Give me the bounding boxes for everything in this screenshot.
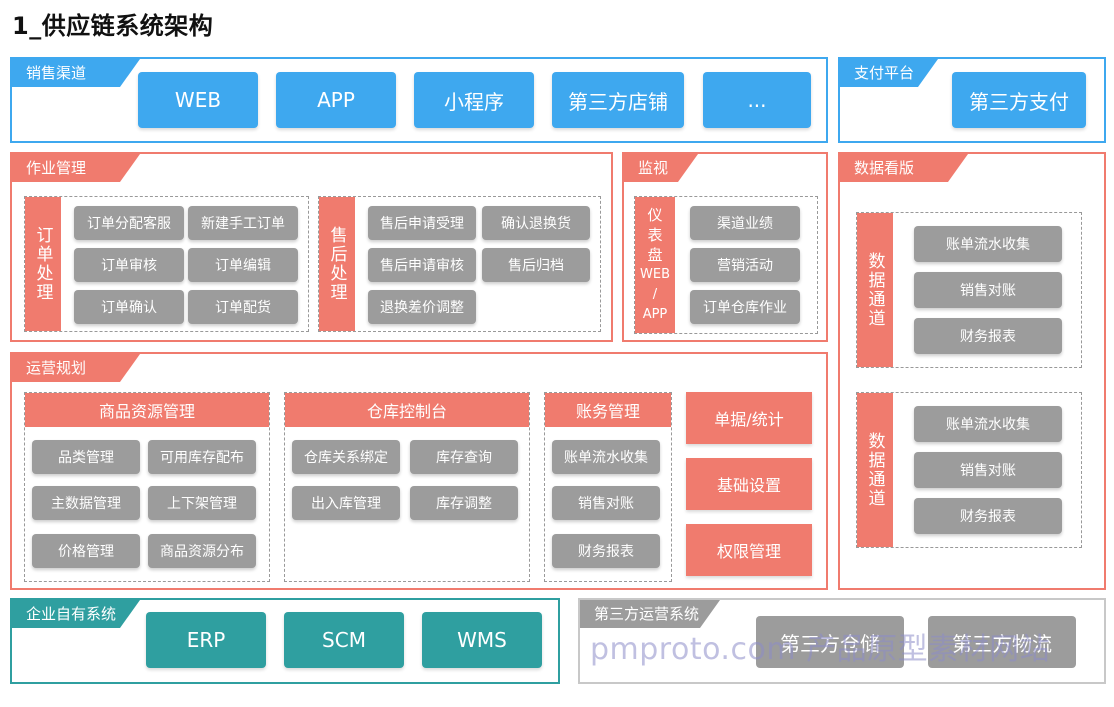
order-item: 新建手工订单 <box>188 206 298 240</box>
operation-section: 作业管理 订单处理 订单分配客服 新建手工订单 订单审核 订单编辑 订单确认 订… <box>10 152 613 342</box>
operation-planning-tab: 运营规划 <box>12 354 140 382</box>
basic-settings: 基础设置 <box>686 458 812 510</box>
data-channel-item: 财务报表 <box>914 498 1062 534</box>
bar-char: 盘 <box>647 246 663 264</box>
warehouse-item: 库存查询 <box>410 440 518 474</box>
monitor-item: 营销活动 <box>690 248 800 282</box>
monitor-item: 渠道业绩 <box>690 206 800 240</box>
order-group <box>24 196 309 332</box>
goods-resource-group <box>24 392 270 582</box>
data-channel-item: 销售对账 <box>914 272 1062 308</box>
third-party-logistics: 第三方物流 <box>928 616 1076 668</box>
monitor-section: 监视 仪 表 盘 WEB / APP 渠道业绩 营销活动 订单仓库作业 <box>622 152 828 342</box>
aftersale-item: 售后申请审核 <box>368 248 476 282</box>
channel-more: ... <box>703 72 811 128</box>
operation-tab: 作业管理 <box>12 154 140 182</box>
bar-char: / <box>652 287 658 302</box>
aftersale-item: 售后申请受理 <box>368 206 476 240</box>
monitor-item: 订单仓库作业 <box>690 290 800 324</box>
warehouse-item: 出入库管理 <box>292 486 400 520</box>
documents-statistics: 单据/统计 <box>686 392 812 444</box>
warehouse-console-group <box>284 392 530 582</box>
account-item: 财务报表 <box>552 534 660 568</box>
goods-item: 商品资源分布 <box>148 534 256 568</box>
goods-item: 主数据管理 <box>32 486 140 520</box>
sales-channel-tab: 销售渠道 <box>12 59 140 87</box>
order-item: 订单配货 <box>188 290 298 324</box>
order-item: 订单确认 <box>74 290 184 324</box>
bar-char: 表 <box>647 226 663 244</box>
warehouse-item: 仓库关系绑定 <box>292 440 400 474</box>
goods-item: 上下架管理 <box>148 486 256 520</box>
bar-char: APP <box>642 307 668 322</box>
data-channel-item: 财务报表 <box>914 318 1062 354</box>
order-item: 订单审核 <box>74 248 184 282</box>
channel-miniprogram: 小程序 <box>414 72 534 128</box>
page-title: 1_供应链系统架构 <box>12 12 214 40</box>
dashboard-web-app-label: 仪 表 盘 WEB / APP <box>635 197 675 333</box>
goods-item: 可用库存配布 <box>148 440 256 474</box>
data-channel-label: 数据通道 <box>857 213 893 367</box>
sales-channel-section: 销售渠道 WEB APP 小程序 第三方店铺 ... <box>10 57 828 143</box>
bar-char: 仪 <box>647 206 663 224</box>
permission-management: 权限管理 <box>686 524 812 576</box>
enterprise-system-tab: 企业自有系统 <box>12 600 140 628</box>
warehouse-console-header: 仓库控制台 <box>285 393 529 427</box>
enterprise-system-section: 企业自有系统 ERP SCM WMS <box>10 598 560 684</box>
account-item: 账单流水收集 <box>552 440 660 474</box>
warehouse-item: 库存调整 <box>410 486 518 520</box>
goods-resource-header: 商品资源管理 <box>25 393 269 427</box>
monitor-tab: 监视 <box>624 154 698 182</box>
aftersale-group <box>318 196 601 332</box>
data-channel-label: 数据通道 <box>857 393 893 547</box>
third-party-payment: 第三方支付 <box>952 72 1086 128</box>
payment-tab: 支付平台 <box>840 59 938 87</box>
bar-char: WEB <box>640 267 670 282</box>
channel-third-party-store: 第三方店铺 <box>552 72 684 128</box>
account-item: 销售对账 <box>552 486 660 520</box>
channel-app: APP <box>276 72 396 128</box>
data-channel-group <box>856 392 1082 548</box>
third-party-system-section: 第三方运营系统 第三方仓储 第三方物流 <box>578 598 1106 684</box>
system-erp: ERP <box>146 612 266 668</box>
order-item: 订单编辑 <box>188 248 298 282</box>
order-processing-label: 订单处理 <box>25 197 61 331</box>
system-scm: SCM <box>284 612 404 668</box>
data-channel-item: 销售对账 <box>914 452 1062 488</box>
aftersale-item: 确认退换货 <box>482 206 590 240</box>
goods-item: 品类管理 <box>32 440 140 474</box>
monitor-group <box>634 196 818 334</box>
aftersale-processing-label: 售后处理 <box>319 197 355 331</box>
data-channel-group <box>856 212 1082 368</box>
third-party-storage: 第三方仓储 <box>756 616 904 668</box>
data-channel-item: 账单流水收集 <box>914 406 1062 442</box>
data-dashboard-tab: 数据看版 <box>840 154 968 182</box>
account-management-header: 账务管理 <box>545 393 671 427</box>
goods-item: 价格管理 <box>32 534 140 568</box>
operation-planning-section: 运营规划 商品资源管理 品类管理 可用库存配布 主数据管理 上下架管理 价格管理… <box>10 352 828 590</box>
third-party-system-tab: 第三方运营系统 <box>580 600 720 628</box>
account-management-group <box>544 392 672 582</box>
aftersale-item: 退换差价调整 <box>368 290 476 324</box>
order-item: 订单分配客服 <box>74 206 184 240</box>
data-dashboard-section: 数据看版 数据通道 账单流水收集 销售对账 财务报表 数据通道 账单流水收集 销… <box>838 152 1106 590</box>
system-wms: WMS <box>422 612 542 668</box>
aftersale-item: 售后归档 <box>482 248 590 282</box>
payment-section: 支付平台 第三方支付 <box>838 57 1106 143</box>
channel-web: WEB <box>138 72 258 128</box>
data-channel-item: 账单流水收集 <box>914 226 1062 262</box>
